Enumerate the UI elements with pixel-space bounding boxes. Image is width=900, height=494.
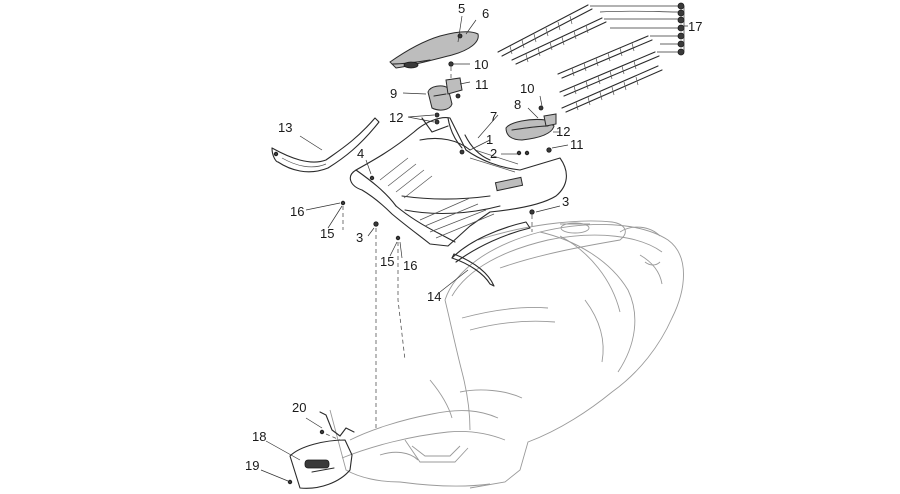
callout-20: 20 (292, 400, 306, 415)
callout-5: 5 (458, 1, 465, 16)
callout-8: 8 (514, 97, 521, 112)
callout-16-left: 16 (290, 204, 304, 219)
callout-11-right: 11 (570, 137, 584, 152)
assembly-lines (342, 206, 533, 430)
callout-12-left: 12 (389, 110, 403, 125)
callout-13: 13 (278, 120, 292, 135)
callout-6: 6 (482, 6, 489, 21)
callout-4: 4 (357, 146, 364, 161)
callout-12-right: 12 (556, 124, 570, 139)
part-8-bracket (505, 95, 569, 156)
callout-7: 7 (490, 109, 497, 124)
part-13-left-strip (271, 117, 380, 173)
callout-2: 2 (490, 146, 497, 161)
callout-14: 14 (427, 289, 441, 304)
callout-1: 1 (486, 132, 493, 147)
part-9-bracket (402, 61, 471, 111)
callout-10-upper: 10 (474, 57, 488, 72)
callout-10-right: 10 (520, 81, 534, 96)
part-5-upper-cover (389, 15, 479, 69)
callout-18: 18 (252, 429, 266, 444)
body-upper-frame (477, 220, 626, 269)
part-18-lower-plate (260, 411, 355, 489)
callout-3-right: 3 (562, 194, 569, 209)
callout-16-right: 16 (403, 258, 417, 273)
part-1-footboard (349, 114, 567, 247)
part-small-fasteners (305, 159, 561, 259)
callout-labels: 5 6 17 10 11 9 10 8 12 7 13 1 12 11 2 4 … (245, 1, 702, 473)
part-12-screws-left (407, 112, 440, 125)
callout-15-left: 15 (320, 226, 334, 241)
callout-11-upper: 11 (475, 77, 489, 92)
callout-17: 17 (688, 19, 702, 34)
callout-9: 9 (390, 86, 397, 101)
part-14-right-strip (439, 221, 531, 293)
callout-3-left: 3 (356, 230, 363, 245)
part-17-trim-strips (497, 2, 688, 113)
callout-19: 19 (245, 458, 259, 473)
scooter-body-outline (329, 223, 684, 489)
callout-15-right: 15 (380, 254, 394, 269)
